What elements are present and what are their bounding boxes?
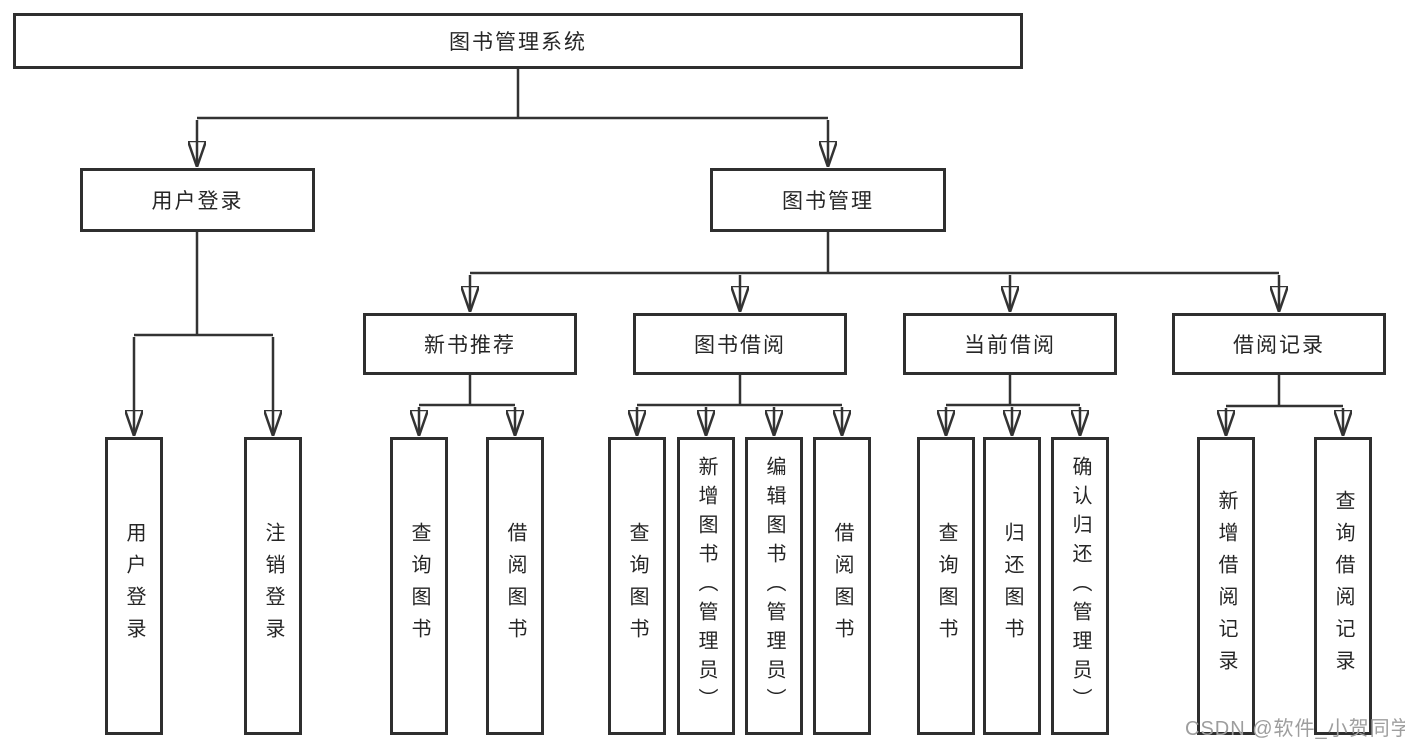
leaf-user-login-label: 用户登录 bbox=[123, 522, 145, 650]
leaf-current-confirm-admin-label: 确认归还（管理员） bbox=[1069, 455, 1091, 717]
leaf-record-query-label: 查询借阅记录 bbox=[1332, 490, 1354, 682]
leaf-borrow-add-admin-label: 新增图书（管理员） bbox=[695, 455, 717, 717]
leaf-record-add-label: 新增借阅记录 bbox=[1215, 490, 1237, 682]
leaf-user-login: 用户登录 bbox=[105, 437, 163, 735]
leaf-current-return: 归还图书 bbox=[983, 437, 1041, 735]
node-book-borrow: 图书借阅 bbox=[633, 313, 847, 375]
node-book-management-label: 图书管理 bbox=[782, 190, 874, 213]
leaf-newbook-borrow: 借阅图书 bbox=[486, 437, 544, 735]
leaf-current-confirm-admin: 确认归还（管理员） bbox=[1051, 437, 1109, 735]
node-borrow-record: 借阅记录 bbox=[1172, 313, 1386, 375]
leaf-borrow-edit-admin-label: 编辑图书（管理员） bbox=[763, 455, 785, 717]
leaf-logout-label: 注销登录 bbox=[262, 522, 284, 650]
leaf-record-add: 新增借阅记录 bbox=[1197, 437, 1255, 735]
leaf-newbook-query: 查询图书 bbox=[390, 437, 448, 735]
leaf-logout: 注销登录 bbox=[244, 437, 302, 735]
leaf-borrow-query-label: 查询图书 bbox=[626, 522, 648, 650]
leaf-borrow-borrow-label: 借阅图书 bbox=[831, 522, 853, 650]
node-new-book-recommend: 新书推荐 bbox=[363, 313, 577, 375]
node-book-borrow-label: 图书借阅 bbox=[694, 334, 786, 357]
node-root-system: 图书管理系统 bbox=[13, 13, 1023, 69]
leaf-current-query-label: 查询图书 bbox=[935, 522, 957, 650]
node-current-borrow-label: 当前借阅 bbox=[964, 334, 1056, 357]
node-user-login-label: 用户登录 bbox=[151, 190, 244, 213]
leaf-borrow-query: 查询图书 bbox=[608, 437, 666, 735]
leaf-record-query: 查询借阅记录 bbox=[1314, 437, 1372, 735]
node-current-borrow: 当前借阅 bbox=[903, 313, 1117, 375]
leaf-borrow-edit-admin: 编辑图书（管理员） bbox=[745, 437, 803, 735]
node-new-book-recommend-label: 新书推荐 bbox=[424, 334, 516, 357]
node-book-management: 图书管理 bbox=[710, 168, 946, 232]
leaf-current-query: 查询图书 bbox=[917, 437, 975, 735]
node-borrow-record-label: 借阅记录 bbox=[1233, 334, 1325, 357]
leaf-newbook-borrow-label: 借阅图书 bbox=[504, 522, 526, 650]
leaf-borrow-borrow: 借阅图书 bbox=[813, 437, 871, 735]
watermark: CSDN @软件_小贺同学 bbox=[1185, 718, 1405, 740]
leaf-borrow-add-admin: 新增图书（管理员） bbox=[677, 437, 735, 735]
node-user-login: 用户登录 bbox=[80, 168, 315, 232]
leaf-current-return-label: 归还图书 bbox=[1001, 522, 1023, 650]
leaf-newbook-query-label: 查询图书 bbox=[408, 522, 430, 650]
node-root-system-label: 图书管理系统 bbox=[449, 31, 587, 54]
